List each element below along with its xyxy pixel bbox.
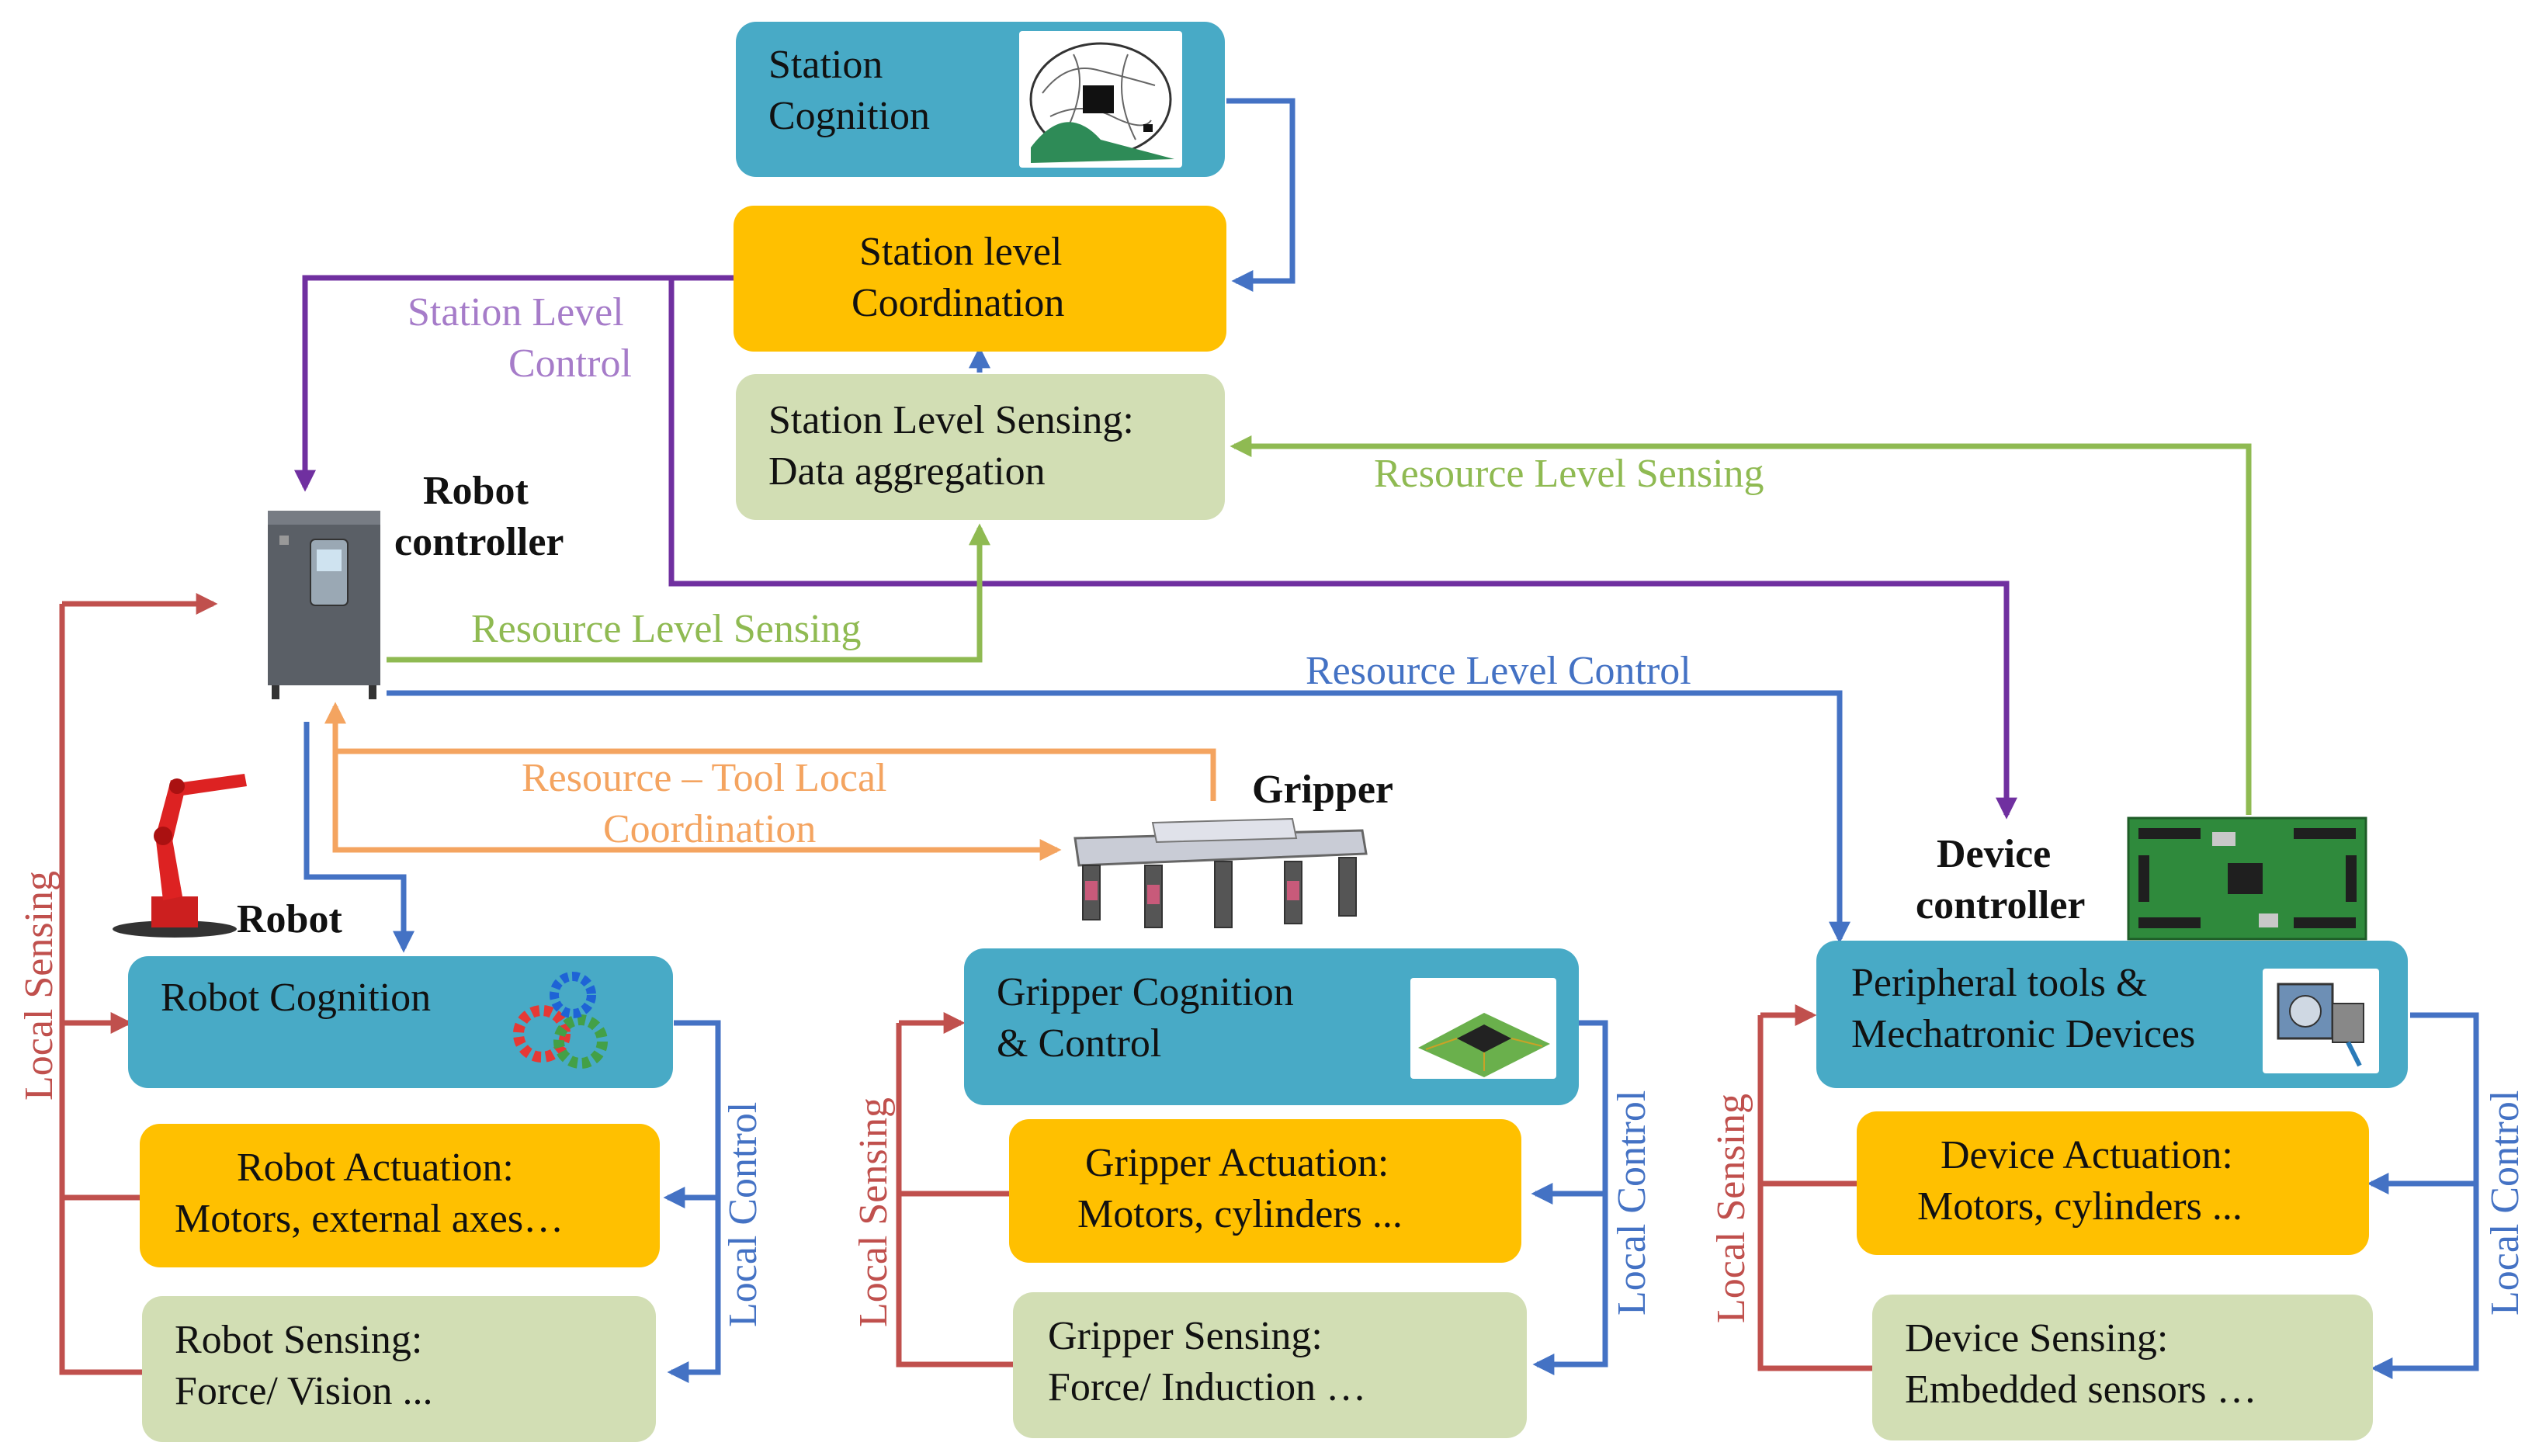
gripper-title: Gripper	[1252, 768, 1393, 812]
station-control-to-robot-arrow	[294, 275, 734, 492]
gripper-cognition-line-2: & Control	[997, 1021, 1162, 1066]
station-control-to-device-arrow	[668, 278, 2017, 820]
device-local-sensing-label: Local Sensing	[1709, 1093, 1753, 1323]
gripper-local-sensing-line	[896, 1023, 1017, 1368]
device-controller-title-1: Device	[1937, 832, 2052, 876]
gripper-icon	[1060, 807, 1378, 939]
station-sensing-line-2: Data aggregation	[768, 449, 1046, 494]
gripper-sensing-line-2: Force/ Induction …	[1048, 1365, 1367, 1409]
cognition-to-coordination-arrow	[1226, 98, 1295, 292]
robot-actuation-line-2: Motors, external axes…	[175, 1197, 564, 1241]
robot-sensing-box: Robot Sensing: Force/ Vision ...	[142, 1296, 656, 1442]
station-coordination-line-2: Coordination	[852, 281, 1065, 325]
gripper-cognition-box: Gripper Cognition & Control	[964, 948, 1579, 1105]
peripheral-box: Peripheral tools & Mechatronic Devices	[1816, 941, 2408, 1088]
gripper-local-control-label: Local Control	[1610, 1090, 1654, 1316]
device-sensing-to-station-arrow	[1230, 435, 2252, 815]
resource-sensing-label-left: Resource Level Sensing	[471, 607, 862, 651]
gripper-actuation-line-1: Gripper Actuation:	[1085, 1141, 1389, 1185]
device-local-sensing-line	[1757, 1015, 1875, 1371]
robot-cognition-label: Robot Cognition	[161, 976, 432, 1020]
gripper-to-controller-arrow	[324, 702, 1216, 801]
controller-to-robot-arrow	[303, 722, 414, 953]
gripper-cognition-line-1: Gripper Cognition	[997, 970, 1294, 1014]
device-sensing-line-2: Embedded sensors …	[1905, 1368, 2257, 1412]
robot-arm-icon	[109, 764, 264, 939]
robot-local-sensing-label: Local Sensing	[17, 870, 61, 1101]
controller-cabinet-icon	[264, 504, 384, 702]
device-sensing-line-1: Device Sensing:	[1905, 1316, 2169, 1361]
device-local-control-line	[2371, 1012, 2479, 1379]
device-actuation-line-2: Motors, cylinders ...	[1917, 1184, 2242, 1229]
robot-sensing-line-1: Robot Sensing:	[175, 1318, 423, 1362]
gripper-sensing-line-1: Gripper Sensing:	[1048, 1314, 1323, 1358]
station-sensing-box: Station Level Sensing: Data aggregation	[736, 374, 1225, 520]
resource-sensing-label-right: Resource Level Sensing	[1374, 452, 1764, 496]
station-control-label-1: Station Level	[408, 290, 624, 335]
device-actuation-box: Device Actuation: Motors, cylinders ...	[1857, 1111, 2369, 1255]
station-coordination-line-1: Station level	[859, 230, 1063, 274]
station-cognition-box: Station Cognition	[736, 22, 1225, 177]
robot-controller-title-2: controller	[394, 520, 564, 564]
device-sensing-box: Device Sensing: Embedded sensors …	[1872, 1295, 2373, 1440]
station-cognition-line-2: Cognition	[768, 94, 931, 138]
circuit-board-icon	[2127, 816, 2367, 941]
robot-sensing-line-2: Force/ Vision ...	[175, 1369, 433, 1413]
controller-to-gripper-arrow	[332, 751, 1062, 861]
device-local-control-label: Local Control	[2483, 1090, 2527, 1316]
tool-coordination-label-2: Coordination	[603, 807, 817, 851]
motor-device-icon	[2263, 969, 2379, 1073]
gears-icon	[507, 968, 616, 1076]
robot-local-control-label: Local Control	[721, 1101, 765, 1327]
station-sensing-line-1: Station Level Sensing:	[768, 398, 1134, 442]
robot-title: Robot	[237, 897, 342, 941]
chip-icon	[1410, 978, 1556, 1079]
peripheral-line-2: Mechatronic Devices	[1851, 1012, 2196, 1056]
station-cognition-line-1: Station	[768, 43, 883, 87]
resource-control-arrow	[387, 690, 1850, 944]
robot-actuation-box: Robot Actuation: Motors, external axes…	[140, 1124, 660, 1267]
resource-control-label: Resource Level Control	[1306, 649, 1691, 693]
device-controller-title-2: controller	[1916, 883, 2086, 927]
peripheral-line-1: Peripheral tools &	[1851, 961, 2148, 1005]
robot-actuation-line-1: Robot Actuation:	[237, 1146, 514, 1190]
gripper-actuation-line-2: Motors, cylinders ...	[1077, 1192, 1403, 1236]
robot-local-sensing-line	[59, 604, 144, 1375]
device-actuation-line-1: Device Actuation:	[1941, 1133, 2233, 1177]
station-coordination-box: Station level Coordination	[734, 206, 1226, 352]
gripper-sensing-box: Gripper Sensing: Force/ Induction …	[1013, 1292, 1527, 1438]
robot-cognition-box: Robot Cognition	[128, 956, 673, 1088]
gripper-local-sensing-label: Local Sensing	[852, 1097, 896, 1327]
station-control-label-2: Control	[508, 341, 632, 386]
brain-chip-icon	[1019, 31, 1182, 168]
robot-sensing-to-station-arrow	[387, 523, 990, 663]
robot-controller-title-1: Robot	[423, 469, 529, 513]
gripper-actuation-box: Gripper Actuation: Motors, cylinders ...	[1009, 1119, 1521, 1263]
tool-coordination-label-1: Resource – Tool Local	[522, 756, 887, 800]
